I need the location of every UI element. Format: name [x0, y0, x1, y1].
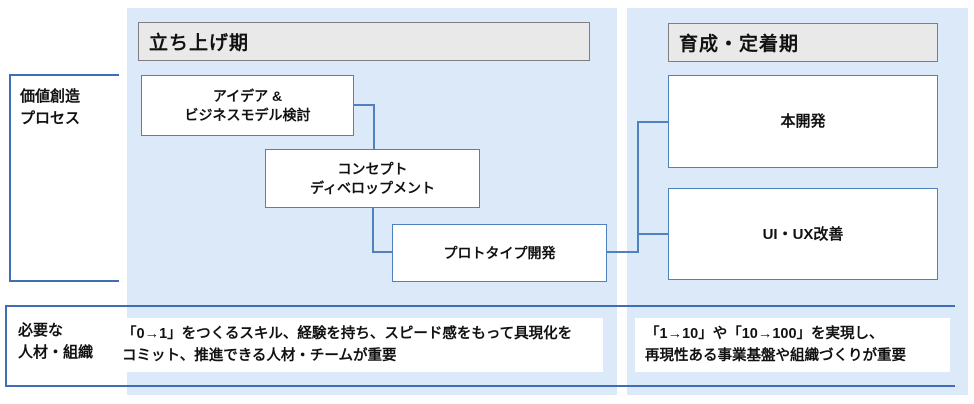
- talent-note-startup: 「0→1」をつくるスキル、経験を持ち、スピード感をもって具現化をコミット、推進で…: [112, 318, 603, 372]
- process-box-uiux-improvement: UI・UX改善: [668, 188, 938, 280]
- connector-junction-v: [637, 121, 639, 253]
- process-box-idea: アイデア & ビジネスモデル検討: [141, 75, 354, 136]
- process-row-bracket: [9, 74, 119, 282]
- connector-idea-to-concept-v: [373, 104, 375, 150]
- talent-note-startup-line2: コミット、推進できる人材・チームが重要: [122, 348, 397, 364]
- process-box-concept-line2: ディベロップメント: [309, 179, 436, 196]
- growth-phase-header-label: 育成・定着期: [679, 34, 800, 55]
- connector-concept-to-prototype-h: [372, 251, 392, 253]
- process-row-label: 価値創造プロセス: [20, 86, 80, 130]
- process-box-uiux-improvement-line1: UI・UX改善: [762, 225, 844, 243]
- talent-note-growth-line1: 「1→10」や「10→100」を実現し、: [645, 326, 884, 342]
- startup-phase-header-label: 立ち上げ期: [149, 33, 250, 54]
- process-box-idea-line1: アイデア &: [212, 87, 283, 104]
- talent-row-bracket: [5, 305, 955, 387]
- process-box-concept: コンセプト ディベロップメント: [265, 149, 480, 208]
- process-row-label-line2: プロセス: [20, 110, 81, 127]
- talent-row-label-line2: 人材・組織: [18, 344, 94, 361]
- talent-note-growth: 「1→10」や「10→100」を実現し、再現性ある事業基盤や組織づくりが重要: [635, 318, 950, 372]
- connector-prototype-to-junction-h: [607, 251, 639, 253]
- process-row-label-line1: 価値創造: [20, 88, 81, 105]
- process-box-prototype-line1: プロトタイプ開発: [443, 244, 556, 261]
- process-box-concept-line1: コンセプト: [337, 160, 408, 177]
- connector-concept-to-prototype-v: [372, 208, 374, 253]
- connector-idea-to-concept-h: [354, 104, 375, 106]
- process-box-main-development-line1: 本開発: [780, 113, 826, 130]
- growth-phase-header: 育成・定着期: [668, 23, 938, 62]
- process-box-prototype: プロトタイプ開発: [392, 224, 607, 282]
- connector-junction-to-maindev-h: [639, 121, 668, 123]
- connector-junction-to-uiux-h: [639, 233, 668, 235]
- process-box-main-development: 本開発: [668, 75, 938, 168]
- talent-note-growth-line2: 再現性ある事業基盤や組織づくりが重要: [645, 348, 906, 364]
- startup-phase-header: 立ち上げ期: [138, 22, 590, 61]
- process-box-idea-line2: ビジネスモデル検討: [184, 106, 311, 123]
- talent-row-label: 必要な人材・組織: [18, 320, 93, 364]
- talent-note-startup-line1: 「0→1」をつくるスキル、経験を持ち、スピード感をもって具現化を: [122, 326, 573, 342]
- talent-row-label-line1: 必要な: [18, 322, 64, 339]
